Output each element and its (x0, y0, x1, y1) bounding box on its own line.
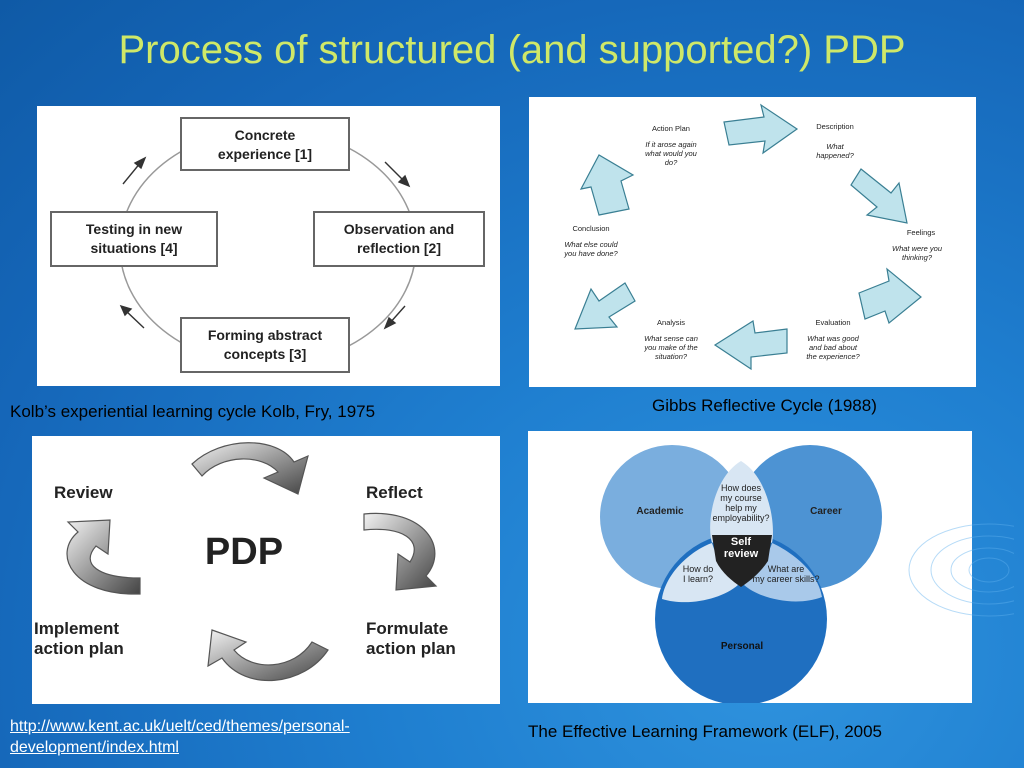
pdp-arrow-top (191, 442, 309, 495)
elf-venn-svg: Academic Career Personal How does my cou… (600, 445, 882, 705)
kolb-concrete-line2: experience [1] (218, 146, 312, 162)
gibbs-analysis-q1: What sense can (644, 334, 698, 343)
gibbs-cycle-svg: Description What happened? Feelings What… (563, 103, 943, 371)
elf-self-review-shape (712, 535, 772, 587)
gibbs-arrow-4 (713, 320, 788, 371)
elf-q-right-1: What are (768, 564, 805, 574)
pdp-arrow-bottom (207, 629, 329, 681)
pdp-center-label: PDP (205, 531, 283, 573)
pdp-cycle-diagram: PDP Review Reflect Implement action plan… (32, 436, 500, 704)
kolb-box-abstract (180, 317, 350, 373)
gibbs-description-label: Description (816, 122, 854, 131)
gibbs-analysis-q2: you make of the (643, 343, 697, 352)
elf-q-top-4: employability? (712, 513, 769, 523)
kolb-testing-line2: situations [4] (90, 240, 177, 256)
gibbs-arrow-3 (858, 267, 922, 325)
pdp-formulate-label-2: action plan (366, 639, 456, 658)
kolb-testing-line1: Testing in new (86, 221, 182, 237)
kolb-cycle-diagram: Concrete experience [1] Observation and … (37, 106, 500, 386)
elf-q-right-2: my career skills? (752, 574, 819, 584)
elf-overlap-academic-career (710, 461, 773, 543)
pdp-review-label: Review (54, 483, 113, 502)
pdp-reflect-label: Reflect (366, 483, 423, 502)
kolb-box-observation (313, 211, 485, 267)
kolb-abstract-line1: Forming abstract (208, 327, 323, 343)
gibbs-analysis-q3: situation? (655, 352, 688, 361)
kolb-cycle-svg: Concrete experience [1] Observation and … (50, 117, 485, 373)
gibbs-action-label: Action Plan (652, 124, 690, 133)
elf-overlap-career-personal (744, 543, 822, 602)
gibbs-evaluation-q2: and bad about (809, 343, 858, 352)
gibbs-feelings-q2: thinking? (902, 253, 933, 262)
gibbs-action-q1: If it arose again (645, 140, 696, 149)
gibbs-conclusion-label: Conclusion (572, 224, 609, 233)
gibbs-analysis-label: Analysis (657, 318, 685, 327)
background-ripple-decoration (908, 523, 1014, 617)
gibbs-action-q3: do? (665, 158, 678, 167)
kent-pdp-link[interactable]: http://www.kent.ac.uk/uelt/ced/themes/pe… (10, 718, 350, 756)
gibbs-arrow-2 (850, 168, 908, 224)
gibbs-feelings-q1: What were you (892, 244, 943, 253)
elf-q-left-2: I learn? (683, 574, 713, 584)
gibbs-evaluation-q1: What was good (807, 334, 860, 343)
kolb-box-testing (50, 211, 218, 267)
pdp-implement-label-2: action plan (34, 639, 124, 658)
kolb-observation-line1: Observation and (344, 221, 454, 237)
pdp-arrow-left (66, 519, 141, 595)
elf-academic-label: Academic (636, 506, 684, 517)
elf-career-label: Career (810, 506, 842, 517)
pdp-implement-label-1: Implement (34, 619, 119, 638)
pdp-formulate-label-1: Formulate (366, 619, 448, 638)
elf-center-2: review (724, 548, 759, 560)
elf-q-left-1: How do (683, 564, 714, 574)
gibbs-arrow-6 (579, 154, 635, 216)
kolb-abstract-line2: concepts [3] (224, 346, 306, 362)
elf-q-top-3: help my (725, 503, 757, 513)
elf-caption: The Effective Learning Framework (ELF), … (528, 722, 883, 741)
elf-q-top-2: my course (720, 493, 762, 503)
gibbs-description-q1: What (826, 142, 844, 151)
pdp-arrow-right (363, 512, 438, 591)
elf-personal-label: Personal (721, 641, 763, 652)
gibbs-arrow-5 (574, 282, 636, 330)
gibbs-feelings-label: Feelings (907, 228, 936, 237)
gibbs-description-q2: happened? (816, 151, 854, 160)
gibbs-conclusion-q1: What else could (564, 240, 618, 249)
gibbs-arrow-1 (723, 103, 799, 155)
elf-venn-diagram: Academic Career Personal How does my cou… (528, 431, 972, 705)
kolb-box-concrete (180, 117, 350, 171)
gibbs-caption: Gibbs Reflective Cycle (1988) (652, 396, 877, 415)
slide-title: Process of structured (and supported?) P… (118, 28, 906, 72)
gibbs-action-q2: what would you (645, 149, 698, 158)
gibbs-evaluation-q3: the experience? (806, 352, 860, 361)
pdp-cycle-svg: PDP Review Reflect Implement action plan… (34, 442, 456, 681)
kolb-concrete-line1: Concrete (235, 127, 296, 143)
elf-overlap-academic-personal (662, 543, 738, 603)
kolb-arrow-bottom-left (124, 309, 145, 329)
gibbs-evaluation-label: Evaluation (815, 318, 850, 327)
elf-q-top-1: How does (721, 483, 762, 493)
elf-center-1: Self (731, 536, 752, 548)
kolb-caption: Kolb’s experiential learning cycle Kolb,… (10, 402, 376, 421)
gibbs-conclusion-q2: you have done? (563, 249, 618, 258)
gibbs-cycle-diagram: Description What happened? Feelings What… (529, 97, 976, 387)
kolb-observation-line2: reflection [2] (357, 240, 441, 256)
